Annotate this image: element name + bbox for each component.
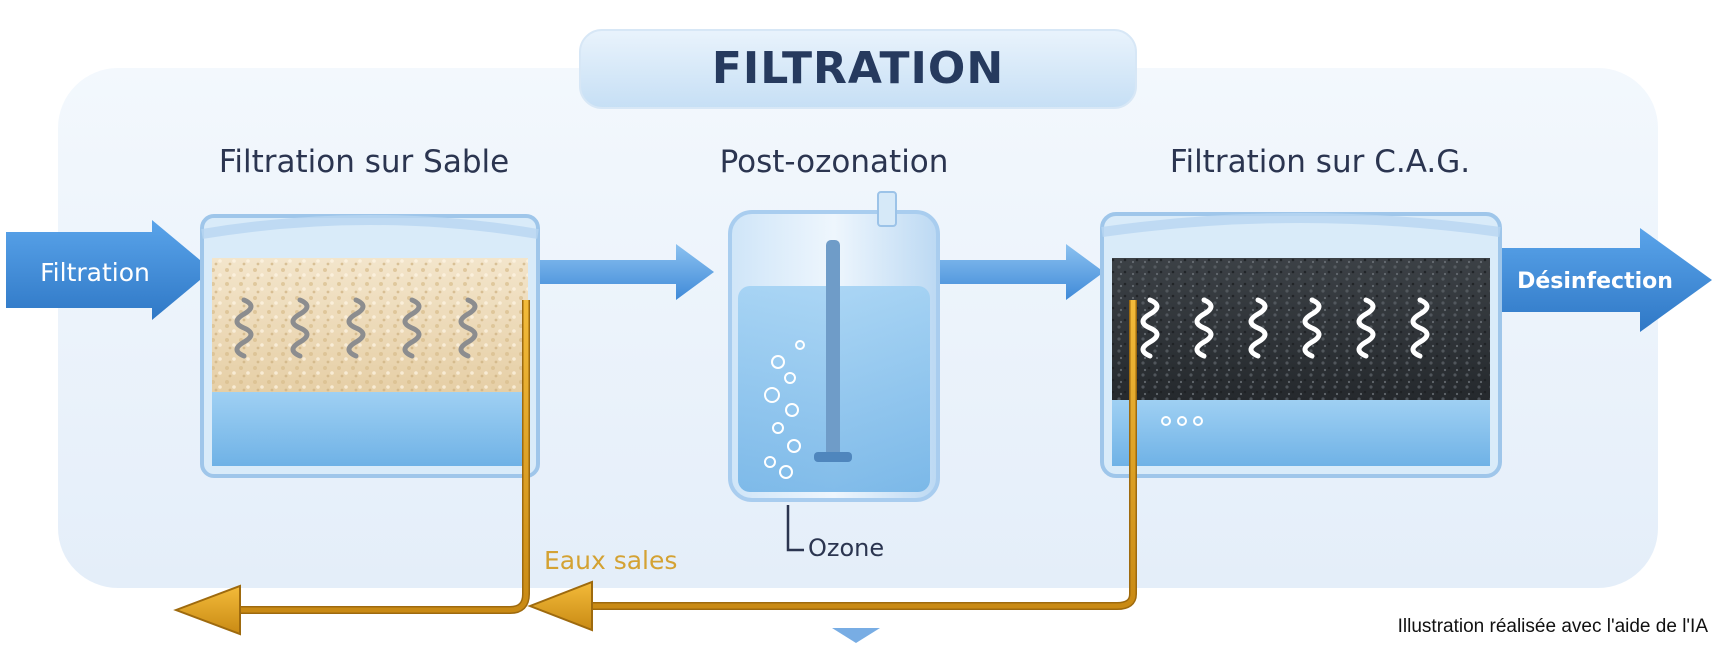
title-banner: [579, 29, 1137, 109]
ai-credit: Illustration réalisée avec l'aide de l'I…: [1398, 616, 1709, 637]
input-flow-label: Filtration: [40, 258, 150, 287]
flow-squiggles: [234, 297, 478, 359]
stage-title-gac: Filtration sur C.A.G.: [1170, 144, 1470, 180]
gac-flow-squiggles: [1140, 297, 1430, 359]
ozonation-tank: [728, 191, 940, 552]
diffuser-rod: [826, 240, 840, 460]
connector-arrow-2: [940, 244, 1104, 300]
water-layer: [212, 392, 528, 466]
gac-water-layer: [1112, 400, 1490, 466]
stage-title-sand: Filtration sur Sable: [219, 144, 509, 180]
waste-arrowhead-left: [173, 584, 241, 636]
sand-filter-tank: [200, 214, 540, 478]
waste-water-lines: [173, 300, 1137, 636]
top-pipe: [877, 191, 897, 227]
input-flow-arrow: Filtration: [6, 220, 212, 320]
bottom-pointer: [832, 628, 880, 643]
ozone-label: Ozone: [808, 534, 884, 562]
waste-arrowhead-middle: [527, 580, 593, 632]
output-flow-label: Désinfection: [1517, 269, 1673, 294]
gac-filter-tank: [1100, 212, 1502, 478]
page-title: FILTRATION: [712, 43, 1004, 94]
bubbles: [764, 340, 805, 479]
stage-title-ozonation: Post-ozonation: [720, 144, 949, 180]
gac-bubbles: [1161, 416, 1203, 426]
waste-water-label: Eaux sales: [544, 546, 677, 575]
output-flow-arrow: Désinfection: [1498, 228, 1712, 332]
connector-arrow-1: [536, 244, 714, 300]
ozone-inlet-pipe: [786, 505, 804, 552]
